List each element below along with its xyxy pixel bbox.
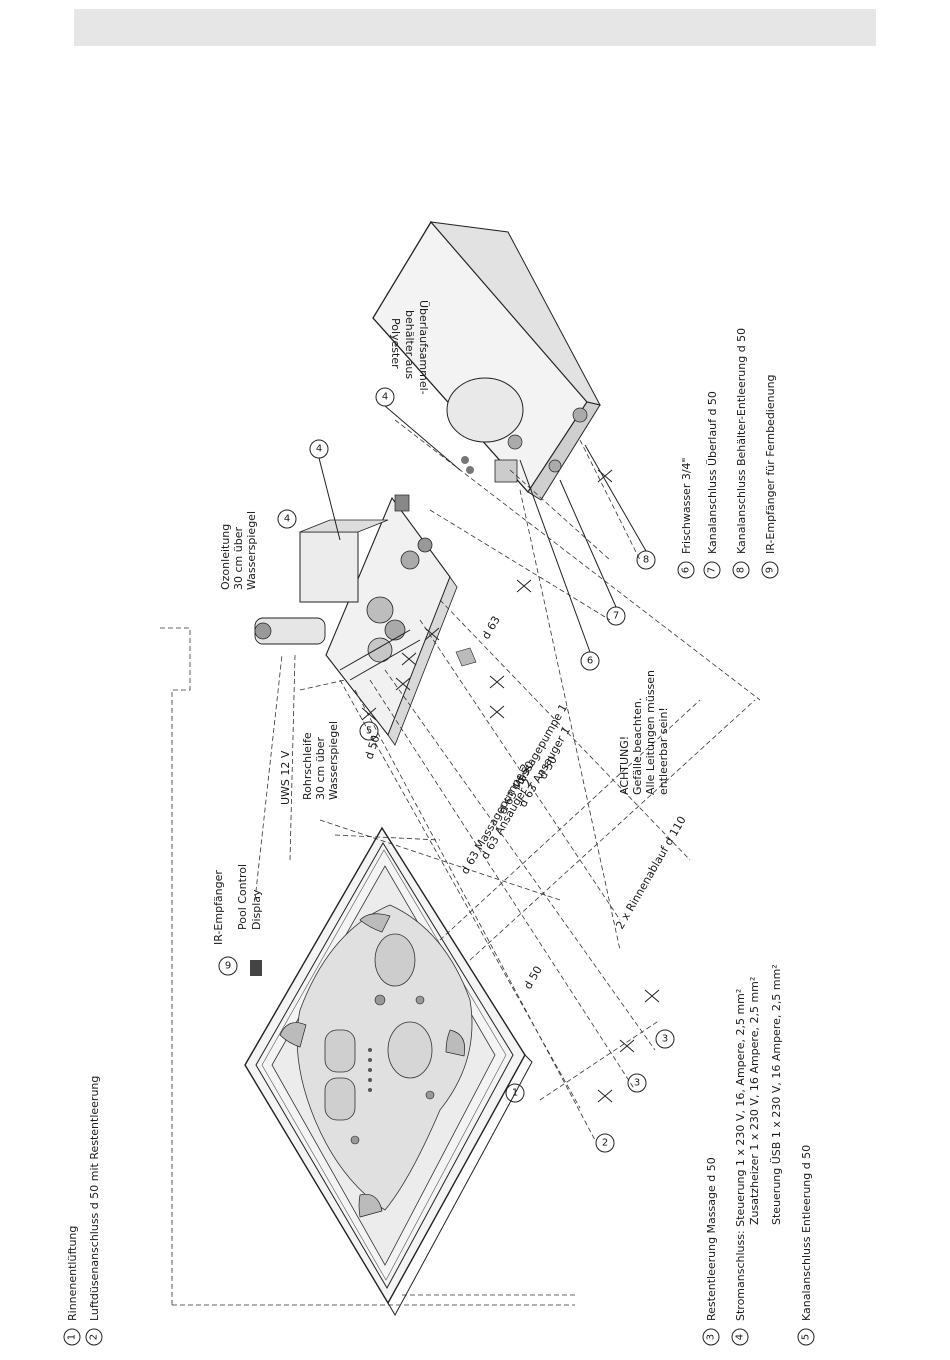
- callout-4b: 4: [284, 514, 290, 525]
- legend-text-9: IR-Empfänger für Fernbedienung: [764, 374, 777, 554]
- callout-4c: 4: [382, 392, 388, 403]
- header-bar: [74, 9, 876, 46]
- label-achtung-3: Alle Leitungen müssen: [644, 670, 657, 795]
- label-display: Display: [250, 889, 263, 930]
- legend-right: 6 Frischwasser 3/4" 7 Kanalanschluss Übe…: [677, 328, 779, 579]
- legend-num-4: 4: [735, 1334, 746, 1340]
- callout-7: 7: [613, 611, 619, 622]
- legend-text-7: Kanalanschluss Überlauf d 50: [706, 391, 719, 554]
- callout-9: 9: [225, 961, 231, 972]
- legend-num-5: 5: [801, 1334, 812, 1340]
- callouts: 1 2 3 3 4 4 4 5 6 7 8 9: [218, 387, 675, 1153]
- whirlpool-tub: [244, 826, 533, 1317]
- callout-6: 6: [587, 656, 593, 667]
- label-achtung-2: Gefälle beachten.: [631, 698, 644, 795]
- remote-icon: [250, 960, 262, 976]
- tank-label-3: Polyester: [389, 318, 402, 369]
- legend-text-4: Stromanschluss: Steuerung 1 x 230 V, 16,…: [734, 989, 747, 1321]
- legend-text-2: Luftdüsenanschluss d 50 mit Restentleeru…: [88, 1076, 101, 1321]
- label-rohrschleife-3: Wasserspiegel: [327, 721, 340, 800]
- legend-num-1: 1: [67, 1334, 78, 1340]
- label-rinnenablauf: 2 x Rinnenablauf d 110: [613, 814, 688, 932]
- label-ozon-1: Ozonleitung: [219, 524, 232, 590]
- tank-label-2: behälter aus: [403, 310, 416, 379]
- legend-text-8: Kanalanschluss Behälter-Entleerung d 50: [735, 328, 748, 554]
- legend-text-4-line3: Steuerung ÜSB 1 x 230 V, 16 Ampere, 2,5 …: [770, 964, 783, 1225]
- callout-2: 2: [602, 1138, 608, 1149]
- legend-text-3: Restentleerung Massage d 50: [705, 1157, 718, 1321]
- legend-text-6: Frischwasser 3/4": [680, 457, 693, 554]
- label-achtung-4: entleerbar sein!: [657, 707, 670, 795]
- valves: [361, 469, 660, 1103]
- label-uws: UWS 12 V: [279, 750, 292, 805]
- callout-3a: 3: [634, 1078, 640, 1089]
- legend-text-5: Kanalanschluss Entleerung d 50: [800, 1145, 813, 1321]
- overflow-tank: Überlaufsammel- behälter aus Polyester: [372, 220, 601, 501]
- label-rohrschleife-2: 30 cm über: [314, 737, 327, 800]
- callout-3b: 3: [662, 1034, 668, 1045]
- label-pipe-d50-d: d 50: [521, 964, 545, 992]
- label-rohrschleife-1: Rohrschleife: [301, 732, 314, 800]
- label-ozon-3: Wasserspiegel: [245, 511, 258, 590]
- label-ozon-2: 30 cm über: [232, 527, 245, 590]
- label-pool-control: Pool Control: [236, 864, 249, 930]
- legend-num-3: 3: [706, 1334, 717, 1340]
- tank-label-1: Überlaufsammel-: [417, 300, 430, 395]
- label-ir-empfaenger: IR-Empfänger: [212, 870, 225, 945]
- legend-text-1: Rinnenentlüftung: [66, 1226, 79, 1321]
- ozone-generator: [254, 617, 326, 645]
- label-achtung-1: ACHTUNG!: [618, 736, 631, 795]
- label-pipe-d50-a: d 50: [362, 734, 382, 761]
- label-pipe-d63: d 63: [479, 614, 503, 642]
- pump-unit: [299, 494, 458, 746]
- callout-4a: 4: [316, 444, 322, 455]
- legend-num-9: 9: [765, 567, 776, 573]
- legend-left: 1 Rinnenentlüftung 2 Luftdüsenanschluss …: [63, 964, 815, 1346]
- callout-8: 8: [643, 555, 649, 566]
- legend-text-4-line2: Zusatzheizer 1 x 230 V, 16 Ampere, 2,5 m…: [748, 977, 761, 1225]
- legend-num-2: 2: [89, 1334, 100, 1340]
- legend-num-7: 7: [707, 567, 718, 573]
- callout-1: 1: [512, 1088, 518, 1099]
- legend-num-8: 8: [736, 567, 747, 573]
- callout-5: 5: [366, 726, 372, 737]
- legend-num-6: 6: [681, 567, 692, 573]
